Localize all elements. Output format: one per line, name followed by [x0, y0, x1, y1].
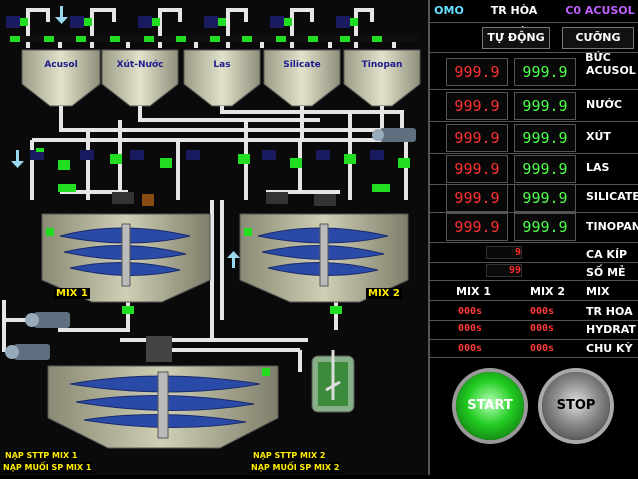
label-las: LAS — [586, 161, 610, 174]
note-nap-sttp-mix2: NẠP STTP MIX 2 — [252, 450, 327, 461]
outlet-valve[interactable] — [122, 306, 134, 314]
process-diagram — [2, 6, 421, 449]
setpoint-nuoc: 999.9 — [446, 92, 508, 120]
tank-label-xut-nuoc: Xút-Nước — [116, 60, 164, 70]
storage-tanks — [21, 49, 421, 107]
top-valves[interactable] — [6, 16, 418, 42]
stop-label: STOP — [556, 398, 596, 413]
mixer-blades — [59, 223, 389, 439]
note-nap-muoi-mix2: NẠP MUỐI SP MIX 2 — [250, 462, 341, 473]
chu-ky-label: CHU KỲ — [586, 342, 633, 355]
label-tinopan: TINOPAN — [586, 220, 638, 233]
start-label: START — [467, 398, 513, 413]
label-silicate: SILICATE — [586, 190, 638, 203]
flow-arrow-icon — [11, 6, 240, 268]
label-acusol: ACUSOL — [586, 64, 636, 77]
process-scene: Acusol Xút-Nước Las Silicate Tinopan MIX… — [2, 6, 421, 473]
outlet-valve[interactable] — [330, 306, 342, 314]
tank-label-acusol: Acusol — [44, 60, 78, 70]
batch-label: SỐ MẺ — [586, 266, 626, 279]
batch-value: 99 — [486, 264, 522, 277]
auto-mode-button[interactable]: TỰ ĐỘNG — [482, 27, 550, 49]
tr-hoa-label: TR HOA — [586, 305, 633, 318]
stop-button[interactable] — [542, 372, 610, 440]
inlet-pipes — [26, 8, 396, 48]
shift-label: CA KÍP — [586, 248, 628, 261]
actual-nuoc: 999.9 — [514, 92, 576, 120]
label-xut: XÚT — [586, 130, 611, 143]
header-mode-title: TR HÒA TRƯỚC — [490, 4, 538, 39]
mix2-tr-hoa-time: 000s — [529, 306, 555, 317]
mix1-tr-hoa-time: 000s — [457, 306, 483, 317]
actual-xut: 999.9 — [514, 124, 576, 152]
level-indicator — [244, 228, 252, 236]
header-omo: OMO — [434, 4, 464, 17]
shift-value: 9 — [486, 246, 522, 259]
mix1-chu-ky-time: 000s — [457, 343, 483, 354]
level-indicator — [46, 228, 54, 236]
setpoint-las: 999.9 — [446, 155, 508, 183]
mix1-column-header: MIX 1 — [456, 285, 492, 298]
setpoint-xut: 999.9 — [446, 124, 508, 152]
hydrat-label: HYDRAT — [586, 323, 636, 336]
setpoint-tinopan: 999.9 — [446, 213, 508, 241]
mix-column-header: MIX — [586, 285, 610, 298]
actual-acusol: 999.9 — [514, 58, 576, 86]
start-button[interactable] — [456, 372, 524, 440]
actual-las: 999.9 — [514, 155, 576, 183]
mixer-label-mix1: MIX 1 — [54, 288, 90, 299]
hydration-tank — [311, 350, 355, 413]
mix1-hydrat-time: 000s — [457, 323, 483, 334]
mixer-label-mix2: MIX 2 — [366, 288, 402, 299]
mix2-hydrat-time: 000s — [529, 323, 555, 334]
control-panel: OMO TR HÒA TRƯỚC C0 ACUSOL TỰ ĐỘNG CƯỠNG… — [428, 0, 638, 475]
tank-label-las: Las — [213, 60, 231, 70]
header-product: C0 ACUSOL — [565, 4, 635, 17]
mix2-column-header: MIX 2 — [530, 285, 566, 298]
mid-valves[interactable] — [30, 148, 410, 192]
label-nuoc: NƯỚC — [586, 98, 623, 111]
setpoint-acusol: 999.9 — [446, 58, 508, 86]
actual-tinopan: 999.9 — [514, 213, 576, 241]
note-nap-sttp-mix1: NẠP STTP MIX 1 — [4, 450, 79, 461]
note-nap-muoi-mix1: NẠP MUỐI SP MIX 1 — [2, 462, 93, 473]
mix2-chu-ky-time: 000s — [529, 343, 555, 354]
setpoint-silicate: 999.9 — [446, 184, 508, 212]
force-mode-button[interactable]: CƯỠNG BỨC — [562, 27, 634, 64]
level-indicator — [262, 368, 270, 376]
pump-icon[interactable] — [5, 128, 416, 362]
actual-silicate: 999.9 — [514, 184, 576, 212]
tank-label-tinopan: Tinopan — [361, 60, 403, 70]
tank-label-silicate: Silicate — [283, 60, 321, 70]
